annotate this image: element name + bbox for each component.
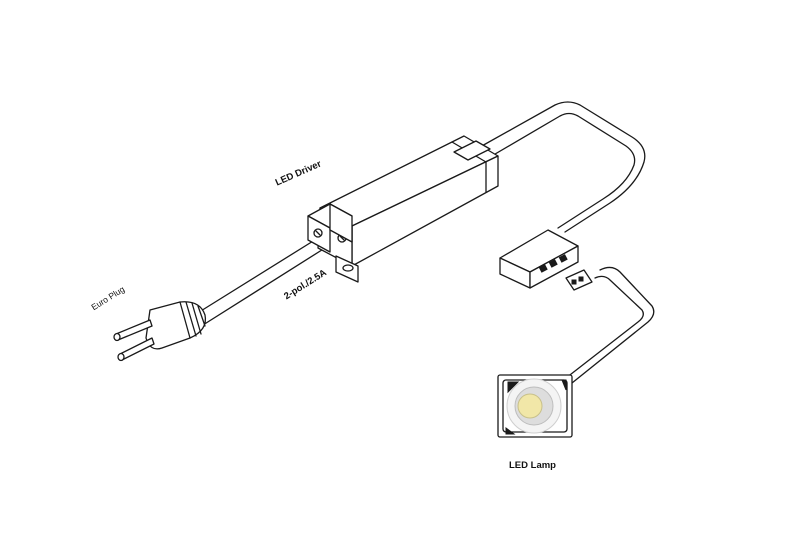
mains-cable [195,237,326,326]
distributor-box [499,229,579,289]
led-lamp [497,374,573,438]
connector-plug [565,269,593,291]
led-driver [307,135,499,283]
led-lamp-label: LED Lamp [509,460,556,471]
driver-output-cable [479,101,646,233]
euro-plug [113,301,207,362]
lamp-cable [565,266,655,384]
